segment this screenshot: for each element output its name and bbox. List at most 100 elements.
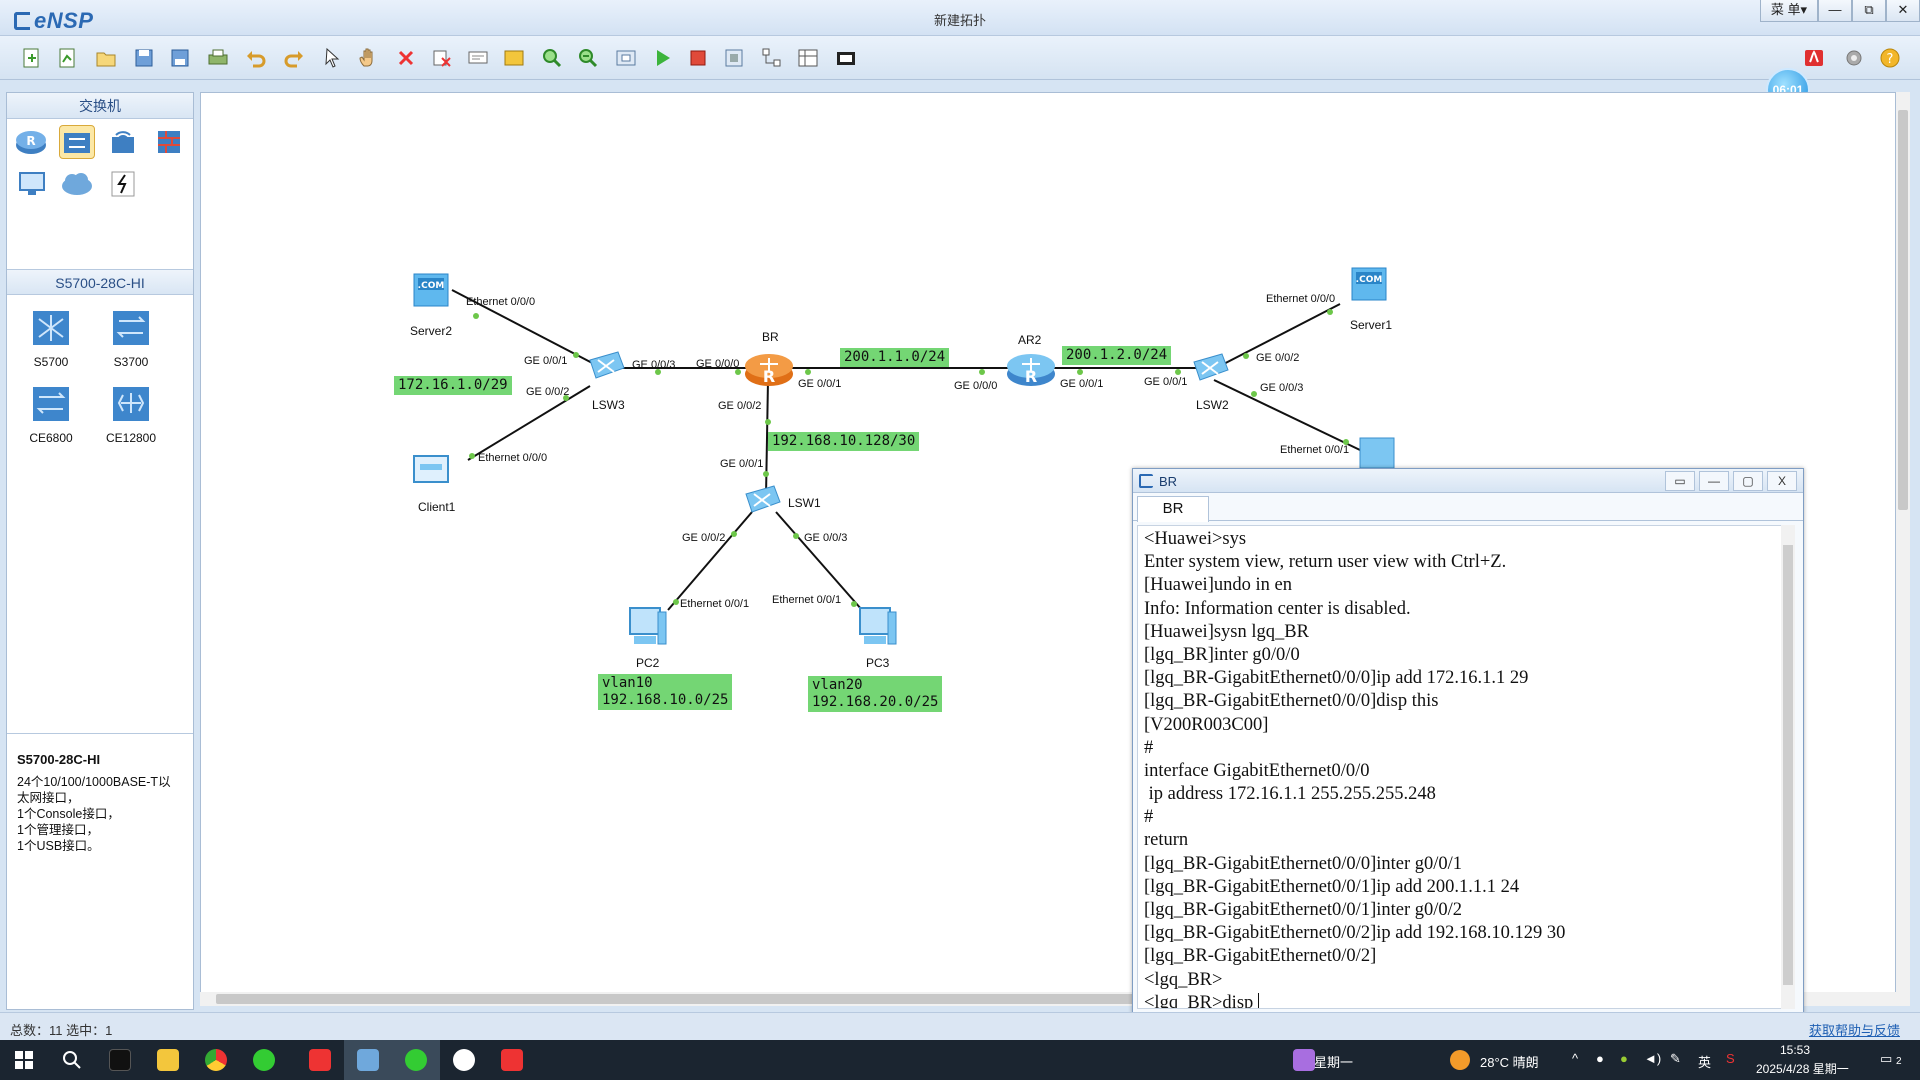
weather-text[interactable]: 28°C 晴朗	[1480, 1055, 1539, 1070]
router-category-icon[interactable]: R	[13, 125, 49, 159]
pc3-node[interactable]	[852, 604, 902, 655]
terminal-minimize-button[interactable]: —	[1699, 471, 1729, 491]
text-note-icon[interactable]	[466, 46, 490, 70]
terminal-category-icon[interactable]	[13, 167, 49, 201]
camera-icon[interactable]	[834, 46, 858, 70]
br-router-node[interactable]: R	[742, 344, 796, 395]
volume-icon[interactable]: ◄)	[1644, 1051, 1662, 1066]
scroll-thumb[interactable]	[1783, 545, 1793, 985]
weather-sun-icon[interactable]	[1436, 1040, 1484, 1080]
pen-icon[interactable]: ✎	[1670, 1051, 1681, 1066]
capture-icon[interactable]	[722, 46, 746, 70]
firewall-category-icon[interactable]	[151, 125, 187, 159]
save-icon[interactable]	[132, 46, 156, 70]
lsw2-node[interactable]	[1188, 348, 1232, 395]
zoom-in-icon[interactable]	[540, 46, 564, 70]
close-button[interactable]: ✕	[1886, 0, 1920, 22]
print-icon[interactable]	[206, 46, 230, 70]
delete-link-icon[interactable]	[430, 46, 454, 70]
connection-category-icon[interactable]	[105, 167, 141, 201]
restore-button[interactable]: ⧉	[1852, 0, 1886, 22]
terminal-restore-button[interactable]: ▭	[1665, 471, 1695, 491]
ensp-taskbar-icon[interactable]	[344, 1040, 392, 1080]
menu-button[interactable]: 菜 单▾	[1760, 0, 1818, 22]
calendar-widget-icon[interactable]	[1280, 1040, 1328, 1080]
terminal-scrollbar[interactable]	[1781, 525, 1795, 1009]
device-s3700[interactable]: S3700	[91, 307, 171, 369]
save-as-icon[interactable]	[168, 46, 192, 70]
grid-icon[interactable]	[796, 46, 820, 70]
notification-icon[interactable]: ▭	[1880, 1051, 1893, 1066]
terminal-line: #	[1144, 737, 1154, 758]
pan-hand-icon[interactable]	[356, 46, 380, 70]
canvas-vertical-scrollbar[interactable]	[1896, 92, 1910, 992]
zoom-out-icon[interactable]	[576, 46, 600, 70]
qq-icon[interactable]	[440, 1040, 488, 1080]
fit-screen-icon[interactable]	[614, 46, 638, 70]
wps-icon[interactable]	[296, 1040, 344, 1080]
server2-node[interactable]: .COM	[410, 270, 454, 317]
lsw1-node[interactable]	[740, 480, 784, 527]
device-description: S5700-28C-HI 24个10/100/1000BASE-T以 太网接口，…	[7, 733, 193, 872]
chrome-icon[interactable]	[192, 1040, 240, 1080]
pc2-node[interactable]	[622, 604, 672, 655]
server1-label: Server1	[1350, 318, 1393, 332]
undo-icon[interactable]	[244, 46, 268, 70]
selection-count: 总数：11 选中：1	[10, 1023, 113, 1038]
clock-time[interactable]: 15:53	[1780, 1043, 1811, 1057]
port-label: GE 0/0/0	[954, 380, 998, 392]
topology-icon[interactable]	[760, 46, 784, 70]
file-explorer-icon[interactable]	[144, 1040, 192, 1080]
device-s5700[interactable]: S5700	[11, 307, 91, 369]
browser-e-icon[interactable]	[240, 1040, 288, 1080]
client1-node[interactable]	[410, 452, 454, 495]
sogou-icon[interactable]: S	[1726, 1051, 1735, 1066]
open-icon[interactable]	[94, 46, 118, 70]
tray-app-icon[interactable]: ●	[1620, 1051, 1628, 1066]
app-k-icon[interactable]	[96, 1040, 144, 1080]
terminal-line: return	[1144, 830, 1189, 851]
start-device-icon[interactable]	[650, 46, 674, 70]
port-label: GE 0/0/0	[696, 358, 740, 370]
weekday-widget[interactable]: 星期一	[1314, 1055, 1354, 1070]
terminal-close-button[interactable]: X	[1767, 471, 1797, 491]
ar2-router-node[interactable]: R	[1004, 344, 1058, 395]
help-feedback-link[interactable]: 获取帮助与反馈	[1808, 1023, 1900, 1038]
new-topology-icon[interactable]	[20, 46, 44, 70]
tray-chevron-icon[interactable]: ^	[1572, 1051, 1579, 1066]
terminal-maximize-button[interactable]: ▢	[1733, 471, 1763, 491]
wps-office-icon[interactable]	[488, 1040, 536, 1080]
server1-node[interactable]: .COM	[1348, 264, 1392, 311]
search-icon[interactable]	[48, 1040, 96, 1080]
ime-indicator[interactable]: 英	[1698, 1055, 1712, 1070]
stop-device-icon[interactable]	[686, 46, 710, 70]
wechat-icon[interactable]	[392, 1040, 440, 1080]
huawei-icon[interactable]	[1802, 46, 1826, 70]
lsw3-node[interactable]	[584, 346, 628, 393]
terminal-title-bar[interactable]: BR ▭ — ▢ X	[1133, 469, 1803, 493]
tab-br[interactable]: BR	[1137, 496, 1209, 522]
scroll-thumb[interactable]	[216, 994, 1136, 1004]
delete-icon[interactable]	[394, 46, 418, 70]
br-label: BR	[762, 330, 779, 344]
clock-date[interactable]: 2025/4/28 星期一	[1756, 1062, 1849, 1076]
help-icon[interactable]: ?	[1878, 46, 1902, 70]
device-ce12800[interactable]: CE12800	[91, 383, 171, 445]
scroll-thumb[interactable]	[1898, 110, 1908, 510]
settings-gear-icon[interactable]	[1842, 46, 1866, 70]
microphone-icon[interactable]: ●	[1596, 1051, 1604, 1066]
select-icon[interactable]	[320, 46, 344, 70]
cloud-category-icon[interactable]	[59, 167, 95, 201]
switch-category-icon[interactable]	[59, 125, 95, 159]
windows-start-icon[interactable]	[0, 1040, 48, 1080]
minimize-button[interactable]: —	[1818, 0, 1852, 22]
redo-icon[interactable]	[282, 46, 306, 70]
new-example-icon[interactable]	[56, 46, 80, 70]
palette-icon[interactable]	[502, 46, 526, 70]
wlan-category-icon[interactable]	[105, 125, 141, 159]
partial-device-node[interactable]	[1356, 432, 1404, 471]
device-ce6800[interactable]: CE6800	[11, 383, 91, 445]
s5700-icon	[29, 307, 73, 349]
